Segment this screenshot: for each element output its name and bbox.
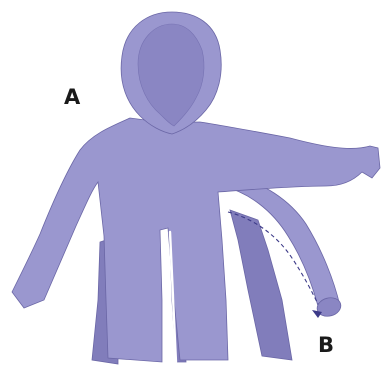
garment-body: [12, 118, 380, 362]
label-b: B: [318, 333, 334, 357]
label-a: A: [64, 85, 81, 109]
slit-left: [164, 232, 166, 362]
back-panel-right: [230, 210, 292, 360]
